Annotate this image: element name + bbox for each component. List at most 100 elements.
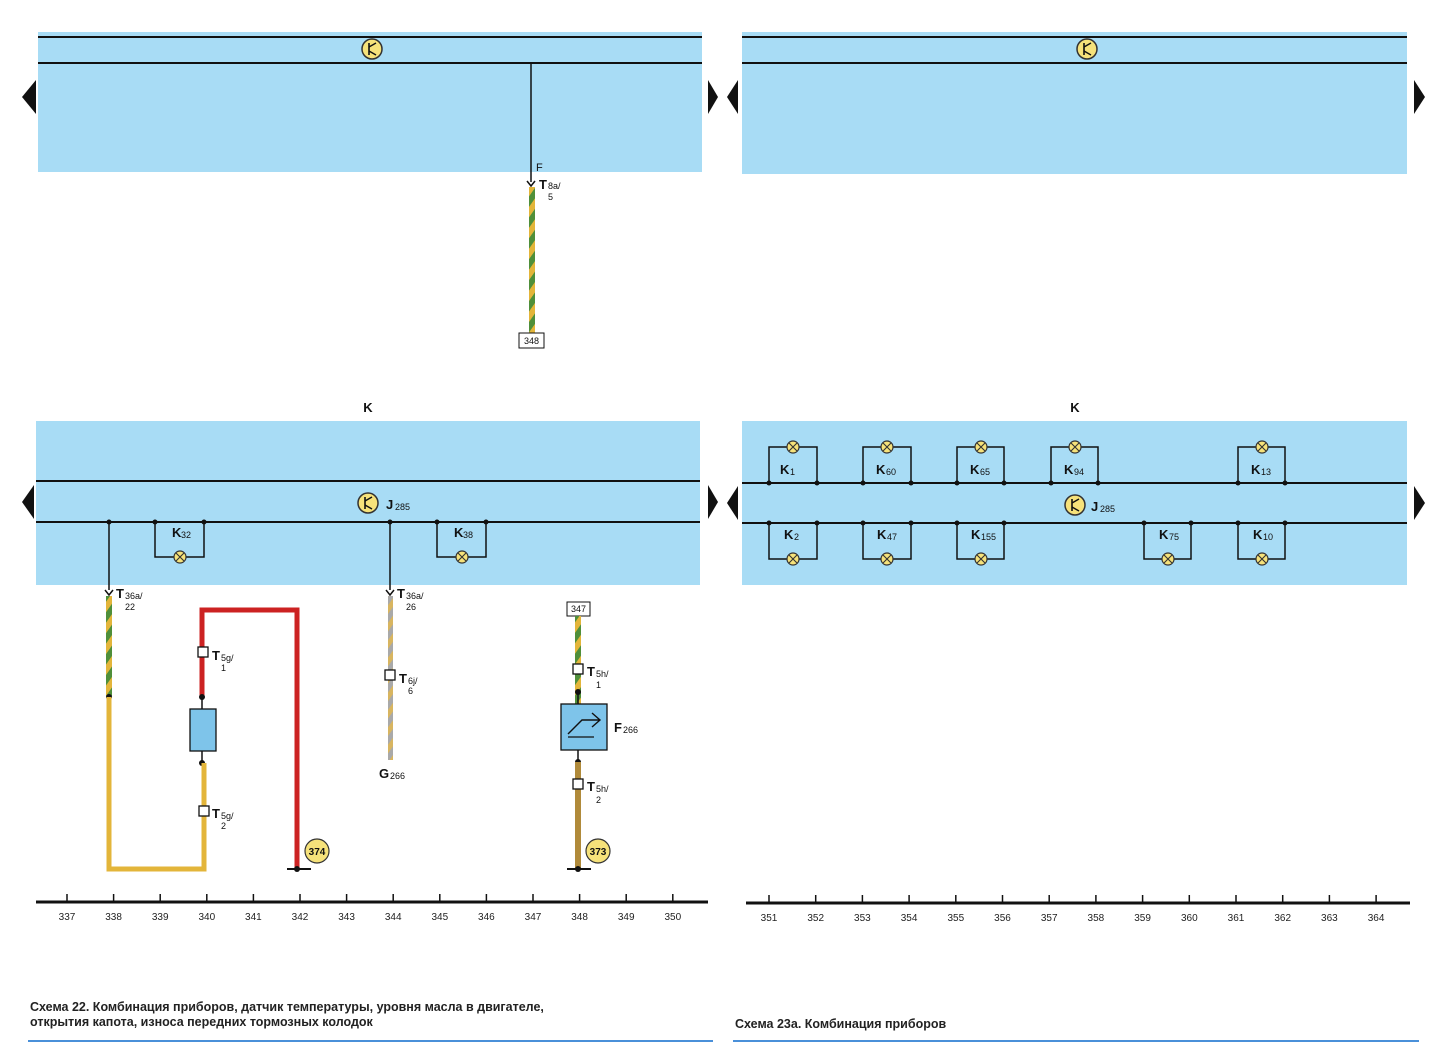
svg-text:60: 60 <box>886 467 896 477</box>
wire-green-yellow <box>529 187 535 333</box>
svg-text:K: K <box>876 462 886 477</box>
svg-text:5h/: 5h/ <box>596 784 609 794</box>
svg-text:94: 94 <box>1074 467 1084 477</box>
ground-ref-373: 373 <box>590 847 607 858</box>
connector-t8a-main: T <box>539 177 547 192</box>
connector-t5h-2: T <box>587 779 595 794</box>
connector-t8a-num: 5 <box>548 192 553 202</box>
wire-brown <box>575 762 581 868</box>
switch-f266-sub: 266 <box>623 725 638 735</box>
control-unit-j-main: J <box>386 497 393 512</box>
caption-rule-right <box>733 1040 1419 1042</box>
caption-rule-left <box>28 1040 713 1042</box>
left-scale-label: 343 <box>338 912 355 923</box>
svg-text:6j/: 6j/ <box>408 676 418 686</box>
connector-t36a-22: T <box>116 586 124 601</box>
switch-f266 <box>560 703 608 751</box>
ref-box-347: 347 <box>571 604 586 614</box>
transistor-icon <box>361 38 383 60</box>
svg-text:5h/: 5h/ <box>596 669 609 679</box>
ref-box-348: 348 <box>524 336 539 346</box>
svg-text:K: K <box>970 462 980 477</box>
lamp-k2: K 2 <box>766 520 820 566</box>
left-scale-label: 348 <box>571 912 588 923</box>
right-scale-label: 356 <box>994 913 1011 924</box>
svg-text:K: K <box>1251 462 1261 477</box>
svg-text:26: 26 <box>406 602 416 612</box>
svg-text:6: 6 <box>408 686 413 696</box>
transistor-icon <box>1076 38 1098 60</box>
right-scale-label: 358 <box>1088 913 1105 924</box>
right-scale-label: 352 <box>807 913 824 924</box>
right-scale-label: 353 <box>854 913 871 924</box>
svg-text:K: K <box>780 462 790 477</box>
connector-t5g-2: T <box>212 806 220 821</box>
svg-text:2: 2 <box>221 821 226 831</box>
svg-text:K: K <box>1159 527 1169 542</box>
svg-text:47: 47 <box>887 532 897 542</box>
svg-text:38: 38 <box>463 530 473 540</box>
lamp-k47: K 47 <box>860 520 914 566</box>
svg-text:5g/: 5g/ <box>221 811 234 821</box>
lamp-k1: K 1 <box>766 440 820 486</box>
left-scale-label: 342 <box>292 912 309 923</box>
wire-green-yellow <box>575 616 581 704</box>
svg-text:2: 2 <box>794 532 799 542</box>
left-scale-label: 339 <box>152 912 169 923</box>
svg-text:1: 1 <box>790 467 795 477</box>
left-scale-label: 346 <box>478 912 495 923</box>
svg-text:65: 65 <box>980 467 990 477</box>
wire-green-yellow <box>106 596 112 696</box>
right-scale-label: 354 <box>901 913 918 924</box>
svg-text:5g/: 5g/ <box>221 653 234 663</box>
svg-text:1: 1 <box>596 680 601 690</box>
left-scale-label: 341 <box>245 912 262 923</box>
right-scale-label: 363 <box>1321 913 1338 924</box>
lamp-k155: K 155 <box>954 520 1007 566</box>
module-label-k: K <box>363 400 373 415</box>
lamp-k60: K 60 <box>860 440 914 486</box>
lamp-k75: K 75 <box>1141 520 1194 566</box>
right-bottom-module: K J 285 K 1 <box>727 400 1425 585</box>
switch-f266-main: F <box>614 720 622 735</box>
right-scale-label: 364 <box>1368 913 1385 924</box>
left-scale-label: 338 <box>105 912 122 923</box>
left-scale-label: 345 <box>431 912 448 923</box>
left-scale-label: 349 <box>618 912 635 923</box>
svg-text:K: K <box>454 525 464 540</box>
left-scale-label: 350 <box>664 912 681 923</box>
right-scale-label: 359 <box>1134 913 1151 924</box>
ground-ref-374: 374 <box>309 847 326 858</box>
svg-text:K: K <box>877 527 887 542</box>
right-scale-label: 355 <box>947 913 964 924</box>
connector-t36a-26: T <box>397 586 405 601</box>
left-top-module: F T 8a/ 5 348 <box>22 32 718 349</box>
svg-text:36a/: 36a/ <box>125 591 143 601</box>
svg-text:36a/: 36a/ <box>406 591 424 601</box>
svg-text:75: 75 <box>1169 532 1179 542</box>
svg-text:155: 155 <box>981 532 996 542</box>
right-scale-label: 360 <box>1181 913 1198 924</box>
right-top-module <box>727 32 1425 174</box>
svg-text:1: 1 <box>221 663 226 673</box>
lamp-k65: K 65 <box>954 440 1007 486</box>
left-bottom-module: K J 285 K 32 <box>22 400 718 872</box>
sensor-g266-main: G <box>379 766 389 781</box>
lamp-k10: K 10 <box>1235 520 1288 566</box>
control-unit-j-sub: 285 <box>395 502 410 512</box>
module-label-k: K <box>1070 400 1080 415</box>
svg-text:10: 10 <box>1263 532 1273 542</box>
wire-yellow <box>106 697 207 872</box>
wire-tag-f: F <box>536 162 543 174</box>
svg-text:13: 13 <box>1261 467 1271 477</box>
caption-scheme-23a-line: Схема 23а. Комбинация приборов <box>735 1017 947 1031</box>
left-scale-label: 347 <box>525 912 542 923</box>
caption-scheme-22-line2: открытия капота, износа передних тормозн… <box>30 1015 373 1029</box>
svg-text:K: K <box>784 527 794 542</box>
svg-text:2: 2 <box>596 795 601 805</box>
right-scale-label: 357 <box>1041 913 1058 924</box>
right-scale-label: 361 <box>1228 913 1245 924</box>
